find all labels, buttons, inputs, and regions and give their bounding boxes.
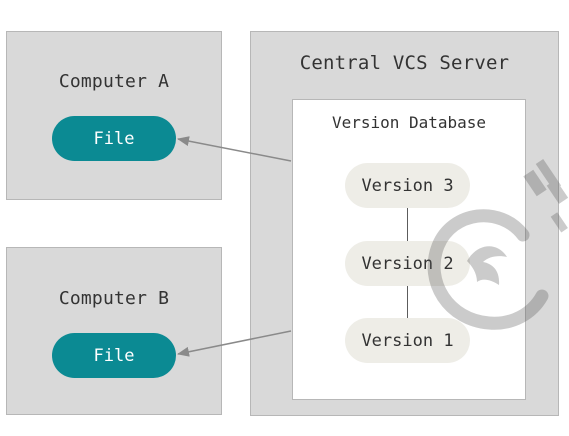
version-database-title: Version Database	[331, 113, 487, 132]
central-vcs-server-box: Central VCS Server Version Database Vers…	[250, 31, 559, 416]
version-2-to-1-connector	[407, 286, 408, 318]
computer-a-title: Computer A	[58, 71, 170, 92]
version-3-node: Version 3	[345, 163, 470, 208]
computer-b-title: Computer B	[58, 288, 170, 309]
computer-a-box: Computer A File	[6, 31, 222, 200]
version-database-box: Version Database Version 3 Version 2 Ver…	[292, 99, 526, 400]
version-2-node: Version 2	[345, 241, 470, 286]
version-1-node: Version 1	[345, 318, 470, 363]
computer-a-file: File	[52, 116, 176, 161]
version-3-to-2-connector	[407, 208, 408, 241]
computer-b-box: Computer B File	[6, 247, 222, 415]
computer-b-file: File	[52, 333, 176, 378]
central-vcs-server-title: Central VCS Server	[299, 52, 510, 74]
